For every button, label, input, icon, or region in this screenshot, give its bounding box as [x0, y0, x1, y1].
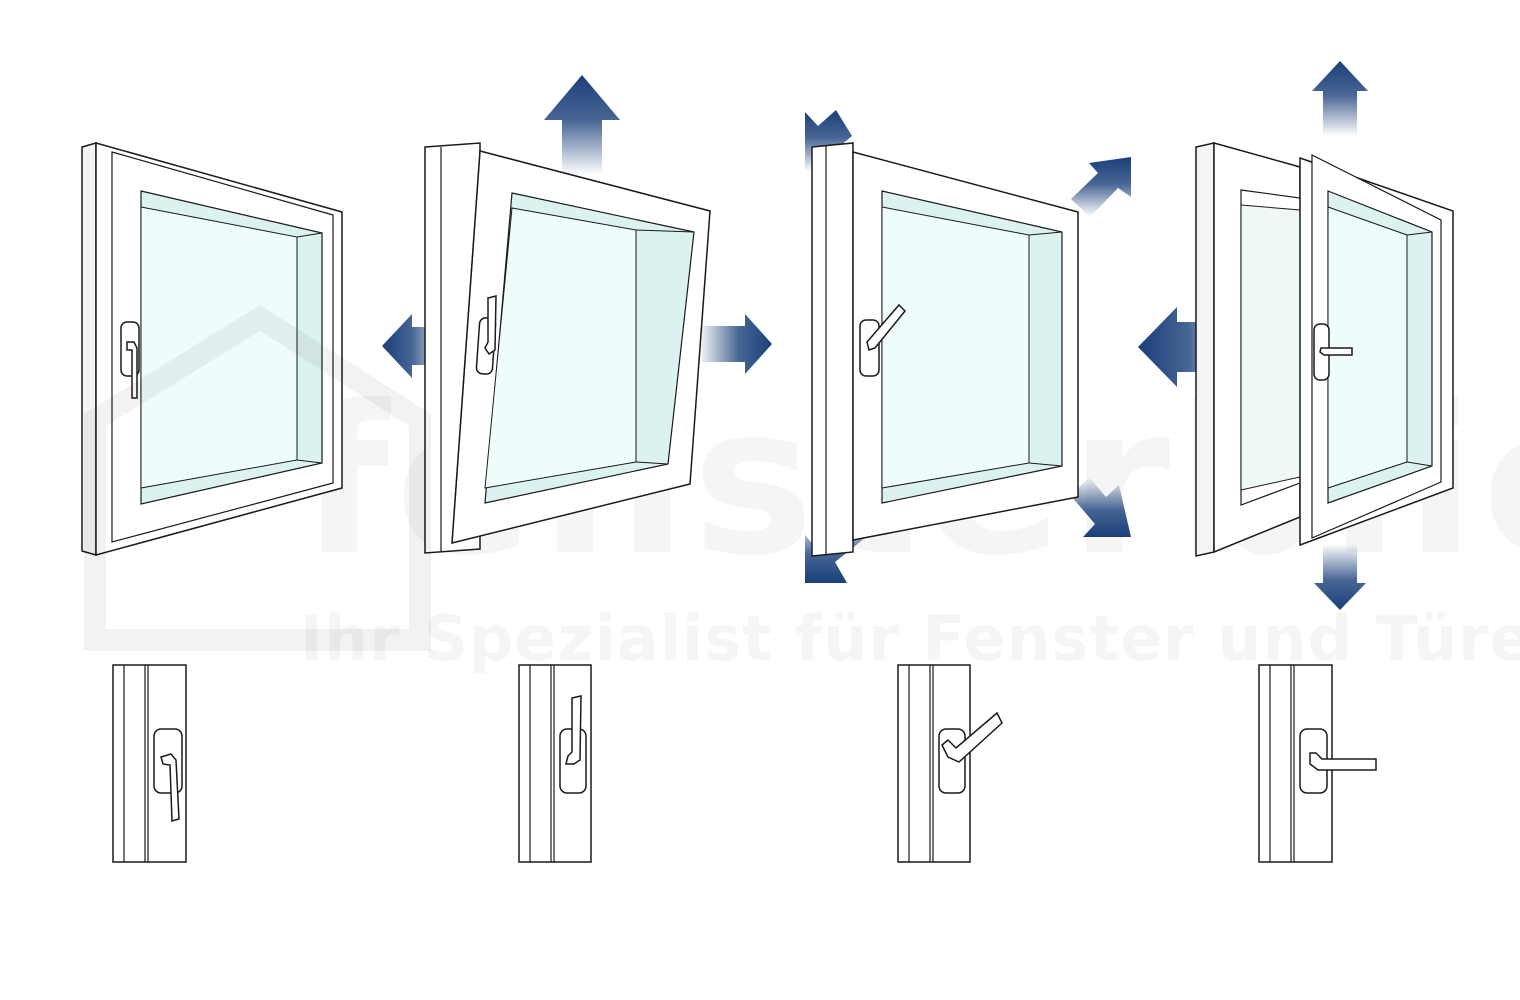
panel-parallel-window: [805, 110, 1131, 583]
detail-handle-diagonal: [897, 664, 1003, 863]
handle-closed: [120, 321, 140, 399]
panel-closed-window: [81, 142, 343, 556]
detail-handle-horizontal: [1258, 664, 1377, 863]
detail-handle-up: [518, 664, 592, 863]
arrow-diag-upright-icon: [1071, 157, 1131, 217]
arrow-down-icon: [1314, 544, 1366, 610]
handle-horizontal: [1313, 323, 1353, 381]
handle-tilt: [475, 295, 497, 375]
panel-tilt-window: [382, 75, 772, 554]
panel-turn-window: [1138, 61, 1454, 610]
arrow-diag-downright-icon: [1071, 477, 1131, 537]
detail-handle-down: [112, 664, 187, 863]
arrow-right-icon: [698, 314, 772, 374]
handle-diagonal: [859, 303, 907, 377]
arrow-up-small-icon: [1312, 61, 1368, 136]
watermark-house-icon: [84, 305, 431, 651]
arrow-up-icon: [544, 75, 620, 175]
